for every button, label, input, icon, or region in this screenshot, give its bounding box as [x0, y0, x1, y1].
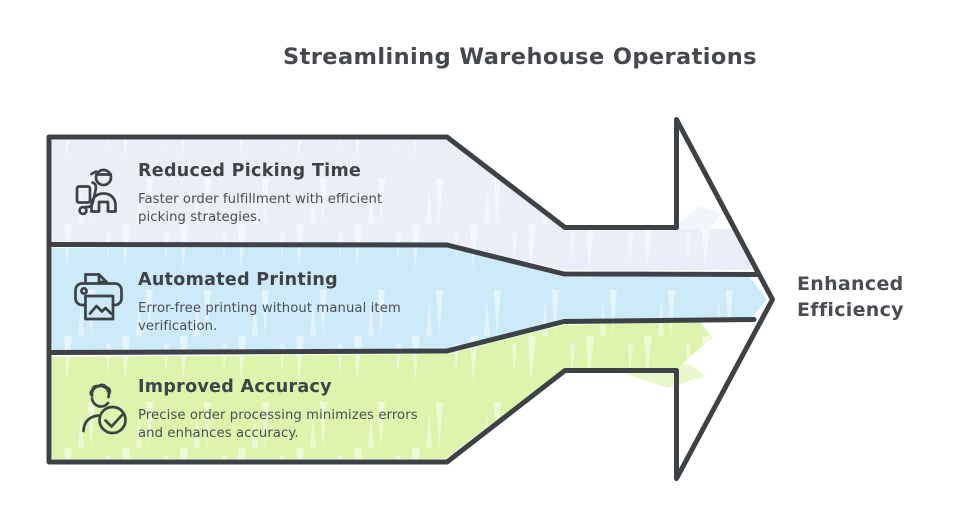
card2-body-line1: Error-free printing without manual item — [138, 301, 401, 316]
result-label-line2: Efficiency — [797, 299, 904, 321]
outer-outline-arrow — [46, 117, 775, 481]
page-title: Streamlining Warehouse Operations — [283, 44, 757, 70]
divider-band2-band3 — [46, 317, 757, 355]
person-check-icon — [82, 383, 127, 435]
band-fills — [52, 140, 767, 459]
labels: Streamlining Warehouse Operations Reduce… — [138, 44, 904, 441]
card3-heading: Improved Accuracy — [138, 377, 332, 397]
card1-body-line2: picking strategies. — [138, 210, 261, 225]
icons — [74, 168, 127, 435]
card3-body-line2: and enhances accuracy. — [138, 426, 299, 441]
card1-heading: Reduced Picking Time — [138, 161, 361, 181]
card2-body-line2: verification. — [138, 319, 217, 334]
band1-texture — [52, 140, 755, 270]
result-label-line1: Enhanced — [797, 273, 904, 295]
printer-icon — [74, 273, 123, 321]
card3-body-line1: Precise order processing minimizes error… — [138, 408, 418, 423]
card2-heading: Automated Printing — [138, 270, 338, 290]
divider-band1-band2 — [46, 242, 760, 277]
outlines — [46, 117, 775, 481]
card1-body-line1: Faster order fulfillment with efficient — [138, 192, 382, 207]
picker-cart-icon — [75, 168, 117, 216]
band3-texture — [52, 322, 712, 459]
band2-texture — [52, 247, 767, 351]
